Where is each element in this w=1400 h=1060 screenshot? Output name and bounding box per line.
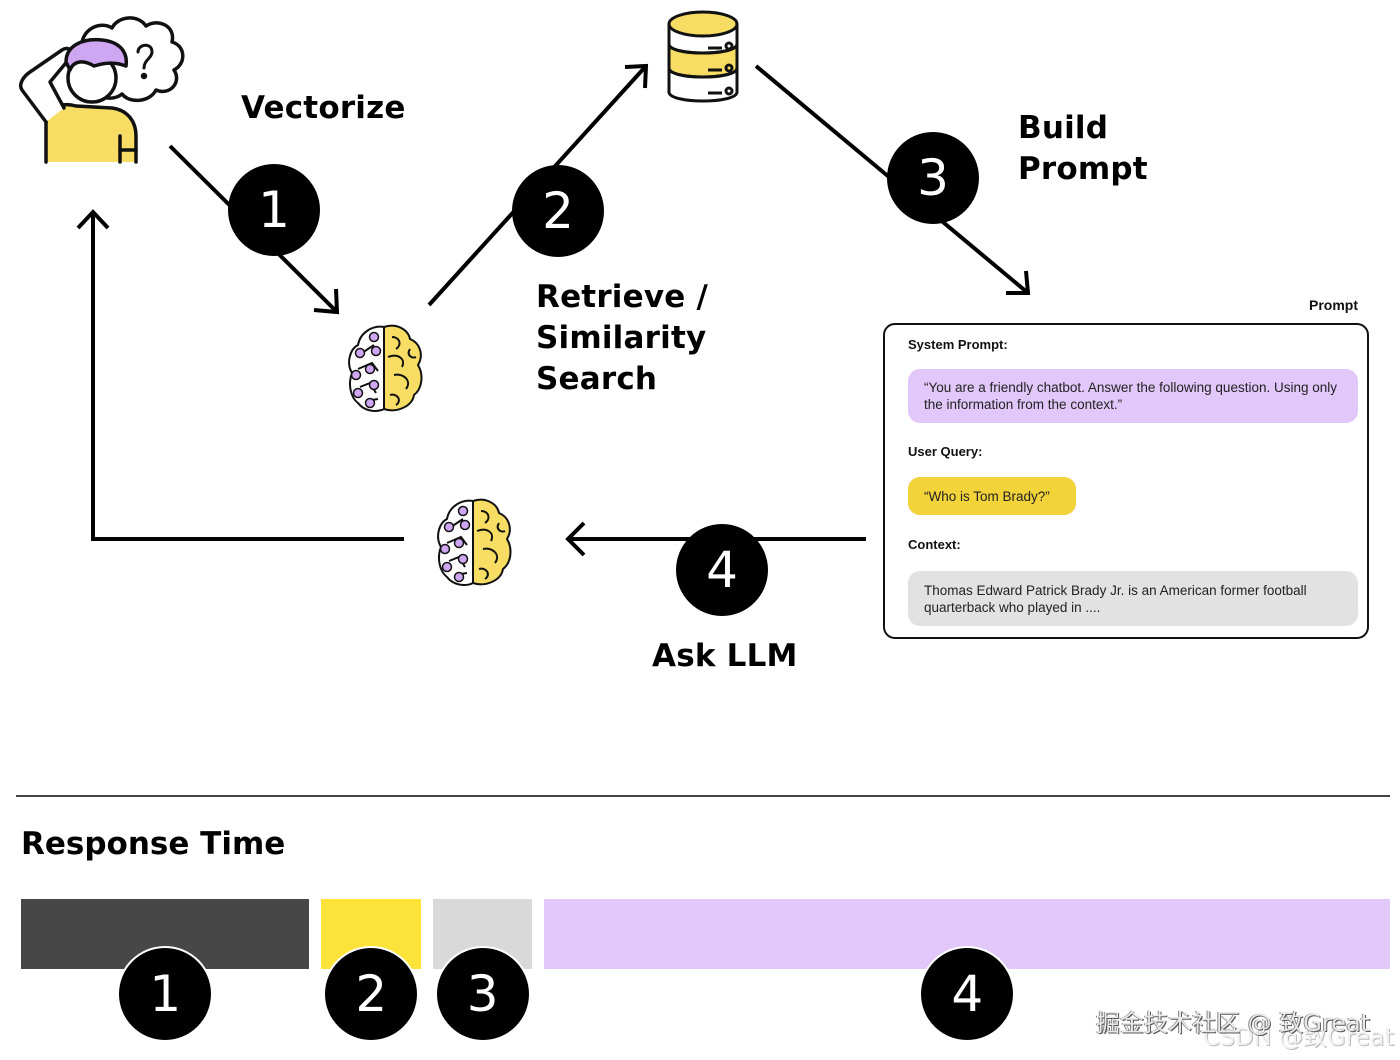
arrowhead-step-4	[565, 521, 586, 557]
system-prompt-label: System Prompt:	[908, 337, 1008, 352]
prompt-card-title: Prompt	[1309, 297, 1358, 313]
database-icon	[667, 10, 739, 103]
brain-icon	[348, 324, 423, 412]
step-label-line: Search	[536, 361, 658, 397]
arrowhead-step-1	[313, 288, 340, 315]
system-prompt-bubble: “You are a friendly chatbot. Answer the …	[908, 369, 1358, 423]
step-badge-1: 1	[228, 164, 320, 256]
response-time-badge-3: 3	[436, 948, 529, 1040]
step-label-line: Build	[1018, 110, 1109, 146]
watermark-secondary: CSDN @致Great	[1203, 1023, 1394, 1051]
context-label: Context:	[908, 537, 961, 552]
user-query-text: “Who is Tom Brady?”	[924, 488, 1050, 504]
arrowhead-step-2	[624, 63, 649, 89]
confused-person-icon	[18, 16, 185, 164]
watermark-primary: 掘金技术社区 @ 致Great	[1096, 1009, 1371, 1037]
step-badge-4: 4	[676, 524, 768, 616]
arrowhead-return	[76, 209, 110, 230]
response-time-badge-4: 4	[921, 948, 1014, 1040]
response-time-badge-2: 2	[325, 948, 418, 1040]
step-label-line: Retrieve /	[536, 279, 709, 315]
user-query-bubble: “Who is Tom Brady?”	[908, 477, 1076, 515]
brain-icon	[437, 498, 512, 586]
context-text: Thomas Edward Patrick Brady Jr. is an Am…	[924, 582, 1307, 615]
arrow-return	[91, 213, 404, 541]
context-bubble: Thomas Edward Patrick Brady Jr. is an Am…	[908, 571, 1358, 626]
step-label-line: Similarity	[536, 320, 707, 356]
step-label-retrieve: Retrieve / Similarity Search	[536, 277, 708, 400]
arrowhead-step-3	[1006, 270, 1031, 295]
step-badge-2: 2	[512, 165, 604, 257]
step-label-ask-llm: Ask LLM	[652, 638, 798, 674]
step-label-vectorize: Vectorize	[241, 90, 406, 126]
step-badge-3: 3	[887, 132, 979, 224]
system-prompt-text: “You are a friendly chatbot. Answer the …	[924, 380, 1337, 412]
response-time-badge-1: 1	[119, 948, 212, 1040]
user-query-label: User Query:	[908, 444, 983, 459]
step-label-build-prompt: Build Prompt	[1018, 108, 1148, 190]
response-time-title: Response Time	[21, 826, 286, 862]
step-label-line: Prompt	[1018, 151, 1148, 187]
